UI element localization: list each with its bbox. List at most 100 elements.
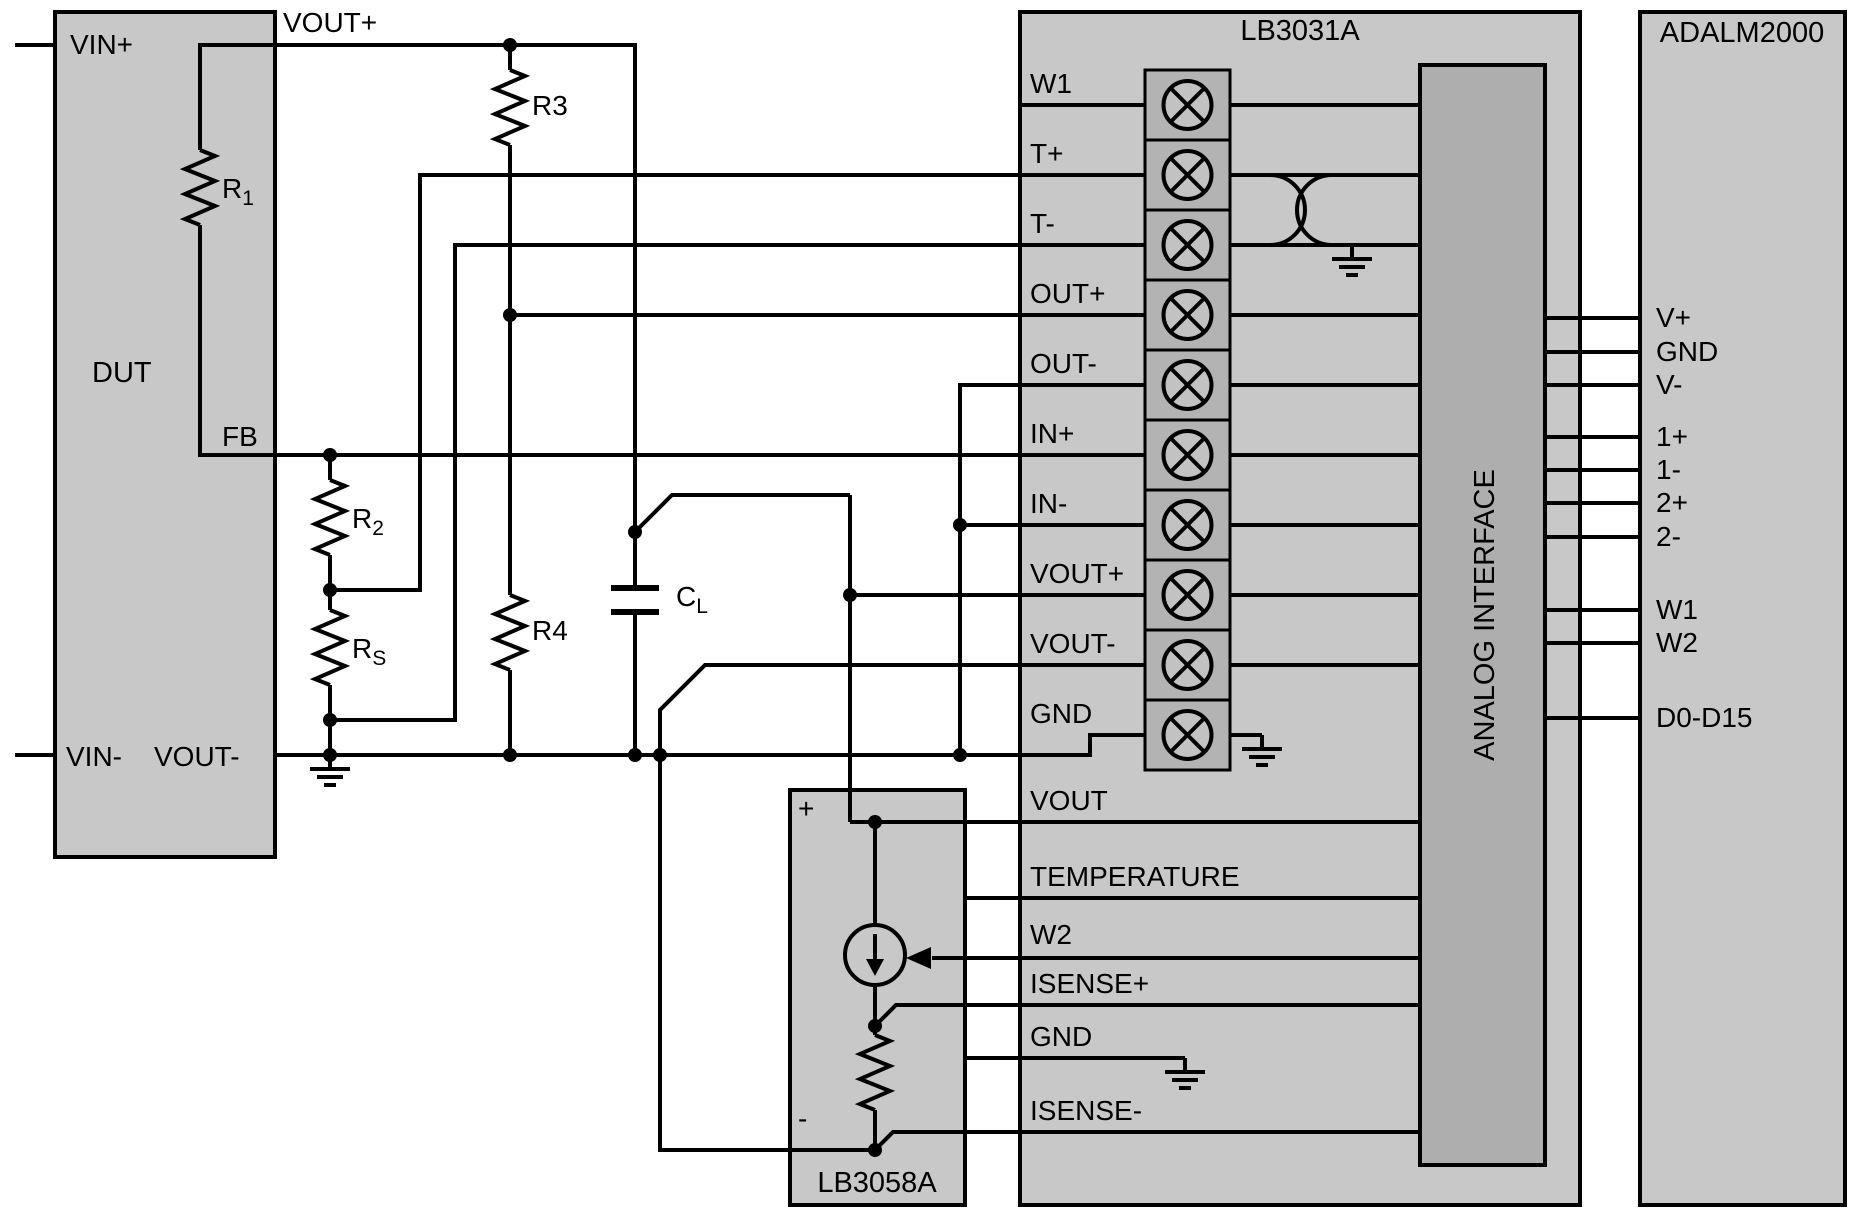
screw-terminal-w1 <box>1143 68 1232 142</box>
dut-title: DUT <box>92 357 152 389</box>
resistor-r4 <box>493 593 527 672</box>
r3-label: R3 <box>532 90 568 121</box>
cl-sub: L <box>696 595 708 618</box>
signal-label-temperature: TEMPERATURE <box>1030 861 1240 892</box>
dut-pin-vin-plus: VIN+ <box>70 29 133 60</box>
signal-label-gnd: GND <box>1030 1021 1092 1052</box>
signal-label-w2: W2 <box>1030 919 1072 950</box>
signal-label-isense-plus: ISENSE+ <box>1030 968 1149 999</box>
adalm2000-box <box>1638 10 1847 1207</box>
junction-dot <box>868 815 882 829</box>
dut-pin-vin-minus: VIN- <box>66 741 122 772</box>
junction-dot <box>628 748 642 762</box>
dut-box <box>53 10 277 859</box>
junction-dot <box>323 713 337 727</box>
resistor-rs <box>313 608 347 687</box>
junction-dot <box>323 748 337 762</box>
junction-dot <box>843 588 857 602</box>
adalm-pin-v-minus: V- <box>1656 369 1682 400</box>
lb3058a-plus-label: + <box>798 793 814 824</box>
junction-dot <box>653 748 667 762</box>
wire-fb-to-in-plus <box>198 225 1145 457</box>
lb3058a-title: LB3058A <box>817 1167 937 1199</box>
screw-terminal-vout-plus <box>1143 558 1232 632</box>
filter-choke-loop-right <box>1295 173 1333 247</box>
terminal-label-out-minus: OUT- <box>1030 348 1097 379</box>
adalm-pin-d0-d15: D0-D15 <box>1656 702 1752 733</box>
adalm2000-title: ADALM2000 <box>1660 17 1824 49</box>
terminal-label-vout-plus: VOUT+ <box>1030 558 1124 589</box>
junction-dot <box>503 308 517 322</box>
adalm-pin-v-plus: V+ <box>1656 302 1691 333</box>
terminal-label-gnd: GND <box>1030 698 1092 729</box>
screw-terminal-out-minus <box>1143 348 1232 422</box>
junction-dot <box>503 748 517 762</box>
adalm-pin-1-minus: 1- <box>1656 454 1681 485</box>
filter-choke-loop-left <box>1269 173 1307 247</box>
r2-base: R <box>352 503 372 534</box>
dut-pin-vout-minus: VOUT- <box>154 741 240 772</box>
r1-sub: 1 <box>242 187 254 210</box>
adalm-pin-2-plus: 2+ <box>1656 487 1688 518</box>
analog-interface-block <box>1418 63 1547 1167</box>
junction-dot <box>868 1019 882 1033</box>
adalm-pin-w2: W2 <box>1656 627 1698 658</box>
signal-label-vout: VOUT <box>1030 785 1108 816</box>
screw-terminal-in-plus <box>1143 418 1232 492</box>
wire-isense-minus <box>873 1130 1420 1152</box>
screw-terminal-t-plus <box>1143 138 1232 212</box>
signal-label-isense-minus: ISENSE- <box>1030 1095 1142 1126</box>
lb3058a-minus-label: - <box>798 1103 807 1134</box>
screw-terminal-in-minus <box>1143 488 1232 562</box>
adalm-pin-w1: W1 <box>1656 594 1698 625</box>
terminal-label-t-plus: T+ <box>1030 138 1063 169</box>
lb3031a-title: LB3031A <box>1240 15 1360 47</box>
rs-label: RS <box>352 633 386 670</box>
vout-plus-node-label: VOUT+ <box>283 7 377 38</box>
resistor-r3 <box>493 68 527 147</box>
cl-base: C <box>676 581 696 612</box>
r4-label: R4 <box>532 615 568 646</box>
wire-gnd-main <box>275 733 1145 757</box>
wire-t-plus <box>330 173 1145 592</box>
junction-dot <box>868 1143 882 1157</box>
terminal-label-vout-minus: VOUT- <box>1030 628 1116 659</box>
r2-label: R2 <box>352 503 384 540</box>
dut-pin-fb: FB <box>222 421 258 452</box>
screw-terminal-out-plus <box>1143 278 1232 352</box>
screw-terminal-gnd <box>1143 698 1232 772</box>
terminal-label-w1: W1 <box>1030 68 1072 99</box>
lb3058a-box <box>788 788 967 1207</box>
resistor-r2 <box>313 478 347 557</box>
adalm-pin-1-plus: 1+ <box>1656 421 1688 452</box>
screw-terminal-vout-minus <box>1143 628 1232 702</box>
wire-vout-minus-return <box>658 663 1145 1152</box>
wires <box>15 43 1640 1152</box>
junction-dot <box>953 748 967 762</box>
wire-vout-plus-tap <box>633 493 850 534</box>
terminal-label-in-plus: IN+ <box>1030 418 1074 449</box>
junction-dot <box>628 525 642 539</box>
adalm-pin-2-minus: 2- <box>1656 521 1681 552</box>
adalm-pin-gnd: GND <box>1656 336 1718 367</box>
analog-interface-label: ANALOG INTERFACE <box>1469 469 1501 761</box>
terminal-label-in-minus: IN- <box>1030 488 1067 519</box>
current-source-arrow-head <box>866 959 884 976</box>
cl-label: CL <box>676 581 708 618</box>
rs-sub: S <box>372 647 386 670</box>
terminal-strip <box>1143 68 1232 772</box>
r1-base: R <box>222 173 242 204</box>
wire-t-minus <box>330 243 1145 722</box>
rs-base: R <box>352 633 372 664</box>
wire-out-minus <box>958 383 1145 755</box>
junction-dot <box>953 518 967 532</box>
r1-label: R1 <box>222 173 254 210</box>
terminal-label-out-plus: OUT+ <box>1030 278 1105 309</box>
junction-dot <box>323 448 337 462</box>
junction-dot <box>503 38 517 52</box>
w2-control-arrow-icon <box>906 947 931 969</box>
current-source <box>843 923 907 987</box>
terminal-label-t-minus: T- <box>1030 208 1055 239</box>
r2-sub: 2 <box>372 517 384 540</box>
